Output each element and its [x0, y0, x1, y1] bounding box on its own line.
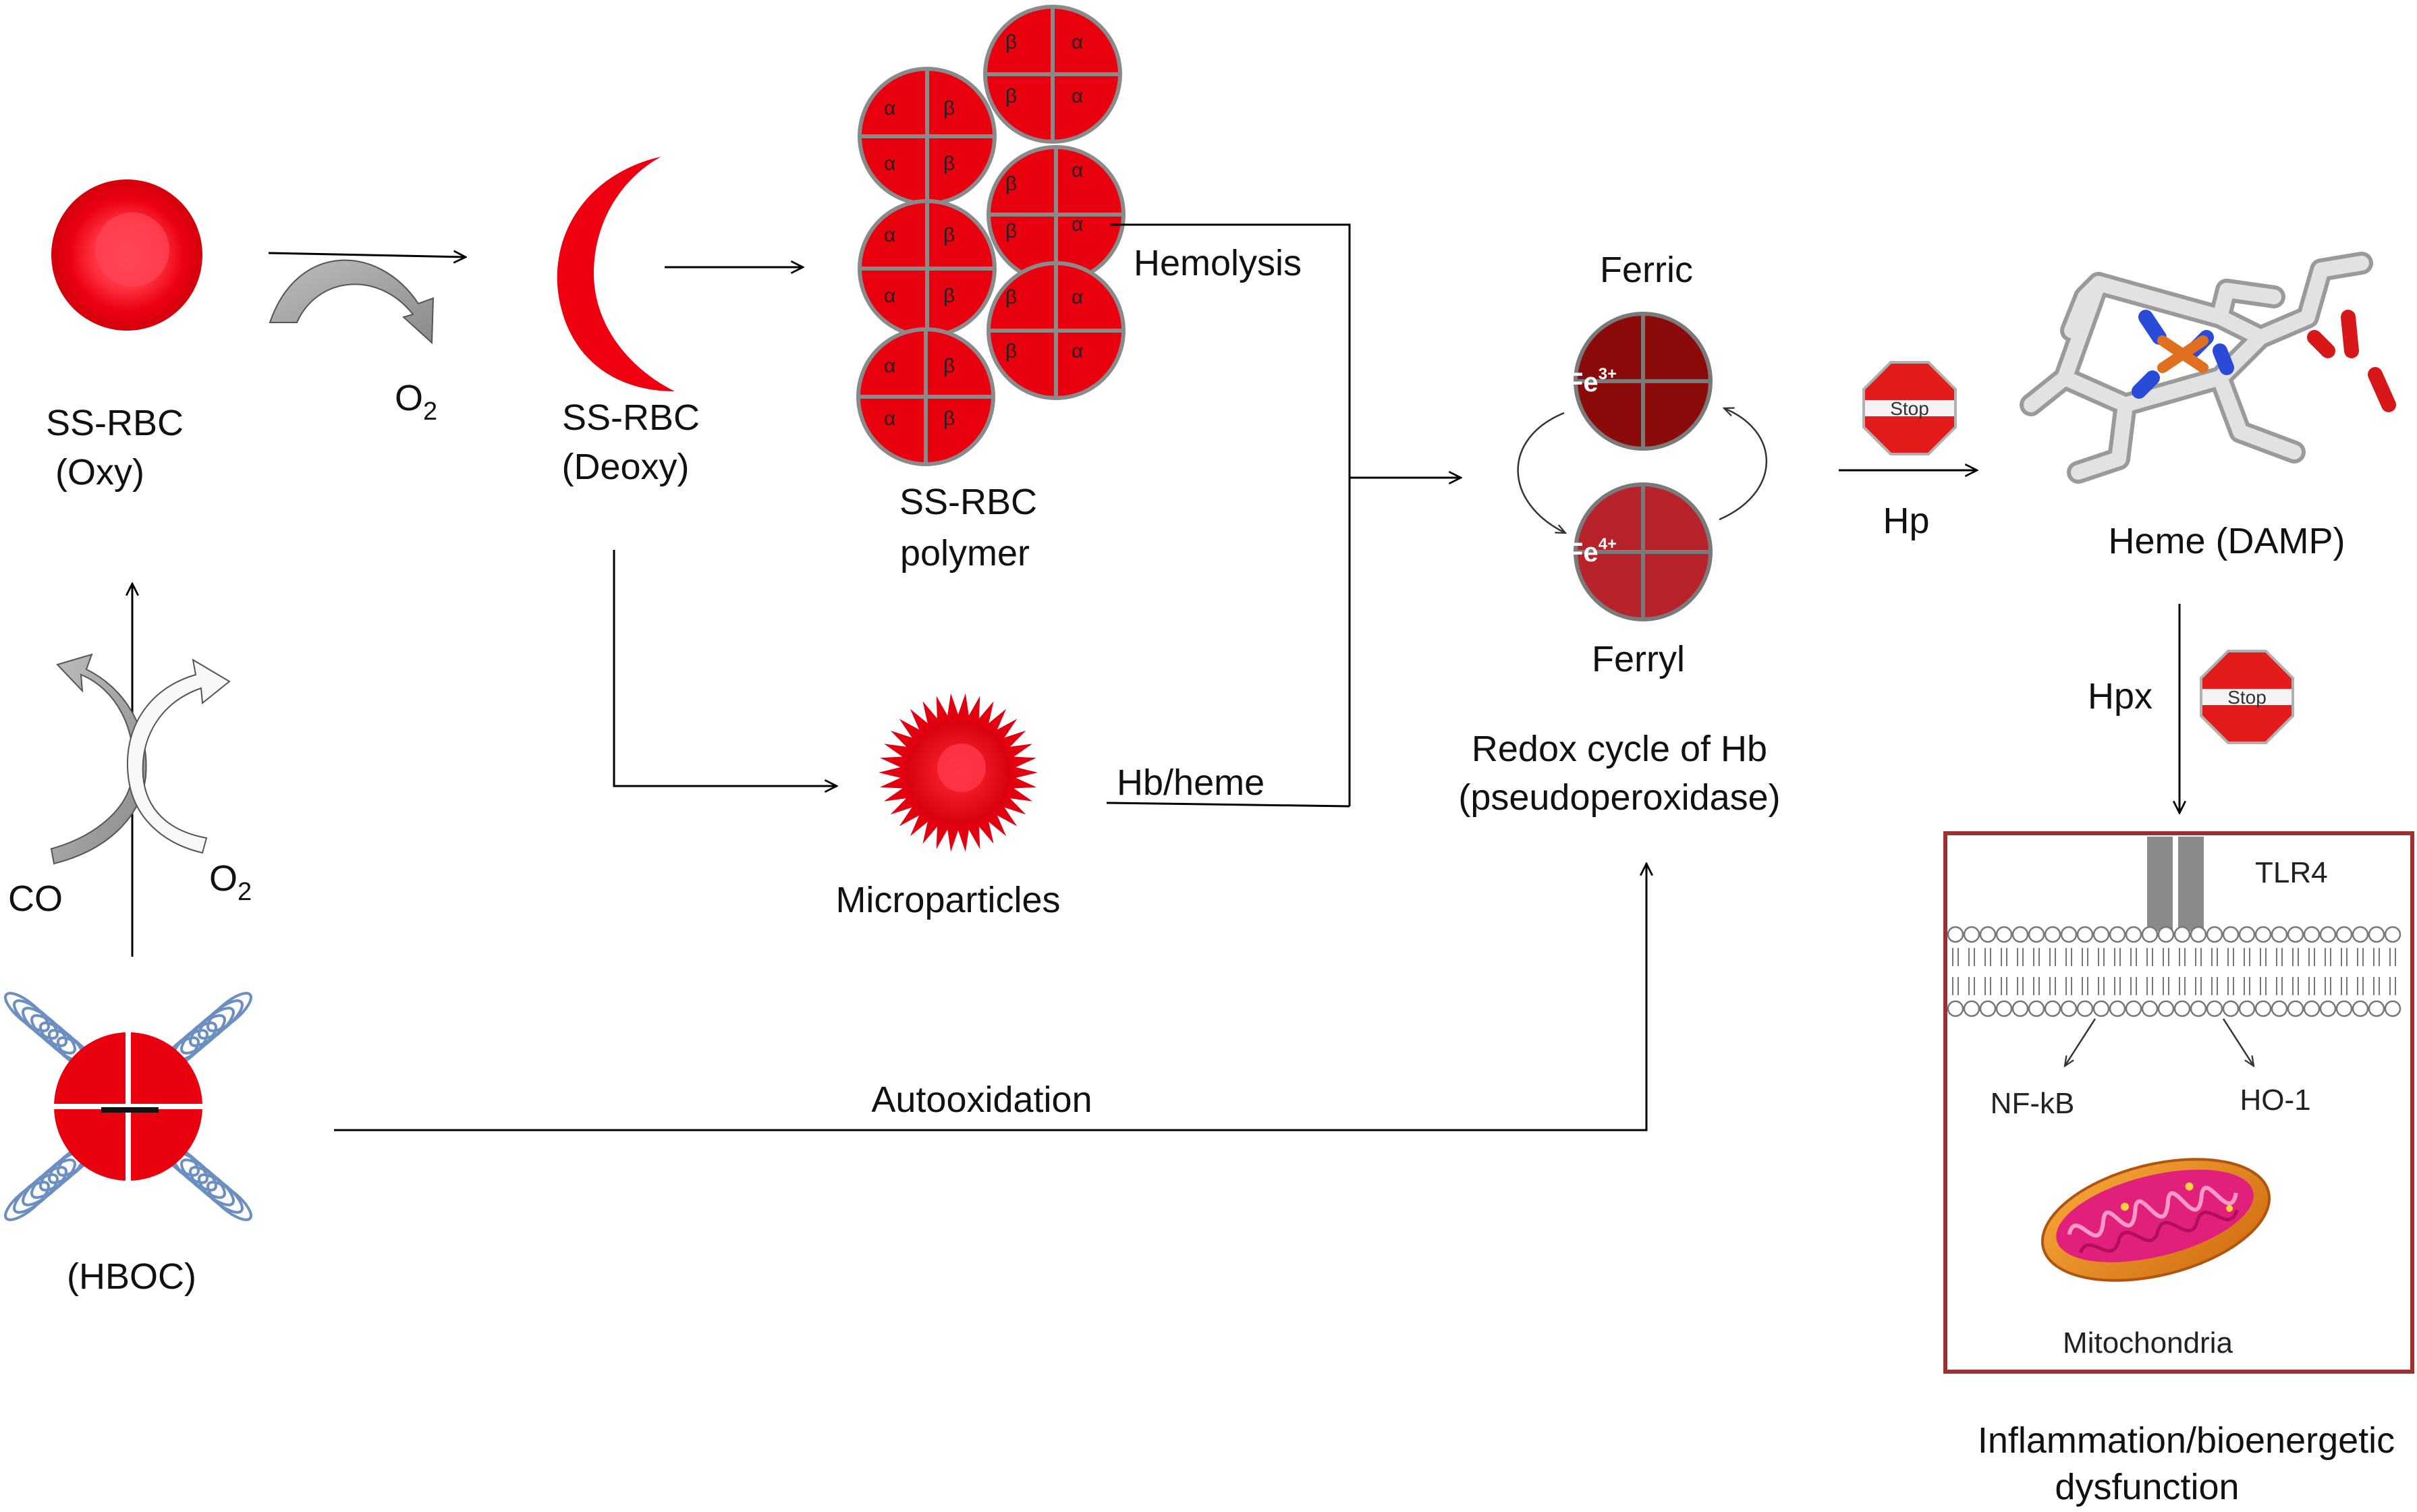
polymer-disc	[856, 327, 995, 466]
alpha-label: α	[1072, 286, 1083, 308]
tlr4-label: TLR4	[2255, 856, 2328, 889]
autooxidation-path: Autooxidation	[334, 864, 1646, 1131]
beta-label: β	[943, 285, 955, 307]
alpha-label: α	[1072, 340, 1083, 362]
ferric-to-ferryl-arrow	[1517, 412, 1565, 533]
ss-rbc-oxy: SS-RBC (Oxy)	[46, 179, 202, 493]
polymer-label-line1: SS-RBC	[899, 482, 1037, 522]
inflammation-box: TLR4 NF-kB HO-1 Mitochondria	[1943, 831, 2414, 1374]
polymer-disc	[983, 5, 1122, 144]
stop-sign-icon: Stop	[1862, 361, 1957, 455]
alpha-label: α	[1072, 85, 1083, 107]
alpha-label: α	[1072, 31, 1083, 53]
alpha-label: α	[884, 152, 895, 175]
polymer-subunit-labels: β α β α α β α β β α β α α β α β β α β α …	[884, 31, 1083, 430]
polymer-label-line2: polymer	[900, 533, 1030, 573]
hpx-label: Hpx	[2088, 676, 2152, 717]
microparticle: Microparticles	[835, 693, 1061, 920]
beta-label: β	[1005, 340, 1017, 362]
redox-cycle: Ferric Fe3+ Fe4+ Ferryl Redox cycle of H…	[1458, 250, 1780, 818]
ss-rbc-deoxy-label: SS-RBC	[562, 397, 700, 438]
beta-label: β	[943, 408, 955, 430]
deoxy-to-microparticles-arrow	[613, 550, 837, 786]
stop-label: Stop	[1890, 398, 1929, 419]
alpha-label: α	[884, 224, 895, 246]
polymer-disc	[858, 199, 997, 338]
ho1-label: HO-1	[2240, 1084, 2310, 1117]
microparticles-label: Microparticles	[835, 880, 1060, 920]
alpha-label: α	[884, 355, 895, 377]
mitochondria-icon	[2040, 1158, 2271, 1282]
ss-rbc-deoxy: SS-RBC (Deoxy)	[557, 157, 700, 487]
beta-label: β	[943, 97, 955, 119]
inflammation-label-line1: Inflammation/bioenergetic	[1978, 1420, 2395, 1461]
deoxy-label: (Deoxy)	[561, 447, 689, 487]
hb-heme-label: Hb/heme	[1117, 762, 1265, 803]
stop-label: Stop	[2227, 687, 2267, 708]
oxy-label: (Oxy)	[55, 452, 144, 493]
o2-label-top: O2	[395, 378, 437, 426]
nfkb-arrow	[2065, 1018, 2096, 1066]
nfkb-label: NF-kB	[1991, 1087, 2075, 1120]
beta-label: β	[943, 224, 955, 246]
polymer-disc	[858, 67, 997, 206]
hemolysis-path: Hemolysis Hb/heme	[1106, 223, 1461, 808]
ferric-hb	[1574, 312, 1713, 451]
hpx-block: Hpx Stop	[2088, 604, 2294, 813]
beta-label: β	[1005, 286, 1017, 308]
cell-membrane	[1947, 926, 2401, 1017]
ss-rbc-oxy-label: SS-RBC	[46, 403, 184, 443]
stop-sign-icon: Stop	[2200, 650, 2294, 744]
ferryl-label: Ferryl	[1592, 639, 1685, 679]
polymer-disc	[987, 261, 1126, 400]
autooxidation-label: Autooxidation	[871, 1080, 1092, 1120]
beta-label: β	[943, 152, 955, 175]
beta-label: β	[1005, 31, 1017, 53]
heme-molecule-icon	[2020, 252, 2396, 484]
alpha-label: α	[884, 285, 895, 307]
heme-damp-label: Heme (DAMP)	[2108, 521, 2345, 561]
ferric-label: Ferric	[1600, 250, 1693, 290]
fe4-label: Fe4+	[1567, 535, 1617, 567]
alpha-label: α	[884, 97, 895, 119]
hboc-icon	[4, 992, 252, 1221]
beta-label: β	[1005, 85, 1017, 107]
ss-rbc-polymer	[856, 5, 1126, 466]
ferryl-hb	[1574, 482, 1713, 621]
beta-label: β	[943, 355, 955, 377]
ho1-arrow	[2222, 1018, 2254, 1066]
redox-label-line2: (pseudoperoxidase)	[1458, 777, 1780, 818]
redox-label-line1: Redox cycle of Hb	[1472, 729, 1767, 769]
beta-label: β	[1005, 220, 1017, 242]
ferryl-to-ferric-arrow	[1719, 408, 1768, 521]
hboc-label: (HBOC)	[67, 1256, 196, 1297]
beta-label: β	[1005, 173, 1017, 195]
fe3-label: Fe3+	[1567, 365, 1617, 397]
hp-label: Hp	[1883, 501, 1929, 541]
deoxygenation-arrow: O2	[268, 253, 466, 426]
inflammation-label-line2: dysfunction	[2055, 1467, 2239, 1507]
tlr4-receptor-icon	[2147, 837, 2204, 931]
hemolysis-label: Hemolysis	[1134, 243, 1302, 283]
co-label: CO	[8, 878, 63, 919]
alpha-label: α	[1072, 213, 1083, 235]
alpha-label: α	[1072, 159, 1083, 181]
alpha-label: α	[884, 408, 895, 430]
hp-block: Stop Hp	[1839, 361, 1977, 541]
gas-exchange: CO O2	[8, 584, 252, 957]
mitochondria-label: Mitochondria	[2063, 1326, 2233, 1360]
o2-label-bottom: O2	[209, 858, 252, 906]
